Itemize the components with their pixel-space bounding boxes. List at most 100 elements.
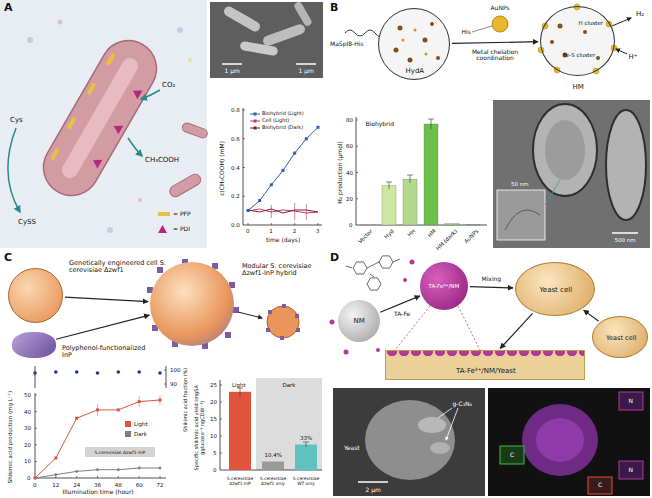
element-label: C (598, 482, 602, 489)
art-shape (222, 378, 256, 470)
legend-line-sample (250, 111, 260, 117)
chemical-label: CO₂ (162, 81, 175, 89)
art-shape (268, 310, 272, 314)
art-shape (59, 55, 141, 181)
tick-label: 40 (24, 409, 31, 415)
tick-label: 100 (170, 367, 181, 373)
art-shape (403, 278, 407, 282)
tick-label: 15 (210, 416, 217, 422)
art-shape (27, 37, 33, 43)
art-shape (418, 417, 446, 433)
art-shape (574, 4, 580, 10)
art-shape (239, 41, 278, 56)
tick-label: 0 (213, 467, 217, 473)
art-shape (168, 172, 203, 199)
tick-label: 0 (27, 475, 31, 481)
legend-text: Light (134, 421, 148, 427)
art-shape (356, 117, 487, 225)
art-shape (394, 48, 399, 53)
category-label: Hyd (383, 228, 395, 240)
connector-arrow (452, 42, 538, 44)
art-shape (305, 137, 308, 140)
art-shape (229, 392, 251, 470)
art-shape (280, 336, 284, 340)
scale-label: 1 μm (225, 68, 240, 75)
art-shape (356, 120, 358, 199)
legend-line (250, 128, 260, 129)
art-shape (606, 21, 612, 27)
art-shape (35, 393, 166, 478)
tick-label: 5 (213, 450, 217, 456)
tick-label: 0.4 (231, 165, 240, 171)
tick-label: 0 (33, 482, 37, 488)
legend-text: Biohybrid (Light) (262, 111, 304, 117)
tick-label: 0.2 (231, 193, 240, 199)
panel-letter: A (4, 2, 13, 15)
art-shape (522, 404, 598, 476)
art-shape (266, 304, 300, 340)
legend-text: Dark (134, 431, 147, 437)
value-label: 33% (300, 435, 312, 441)
art-shape (558, 24, 563, 29)
art-shape (75, 470, 78, 473)
yeast-cell: Genetically engineered cell S. cerevisia… (8, 268, 63, 323)
art-shape (54, 370, 58, 374)
art-shape (295, 445, 317, 471)
art-shape (220, 380, 322, 470)
art-shape (376, 348, 380, 352)
art-shape (403, 179, 417, 225)
art-shape (402, 39, 405, 42)
tick-label: 20 (346, 196, 353, 202)
legend-text: = PFP (173, 211, 191, 218)
art-shape (35, 366, 36, 388)
inp-particle: Polyphenol-functionalized InP (12, 332, 56, 358)
art-shape (394, 22, 441, 63)
tick-label: 3 (316, 228, 320, 234)
art-shape (424, 124, 438, 225)
tick-label: 80 (346, 117, 353, 123)
legend-line (250, 121, 260, 122)
art-shape (266, 328, 270, 332)
art-shape (256, 378, 322, 470)
art-shape (293, 1, 313, 28)
region-label: Dark (283, 382, 296, 388)
art-shape (533, 104, 597, 196)
legend-text: Cell (Light) (262, 118, 289, 124)
callout-label: g-C₃N₄ (453, 401, 472, 408)
tick-label: 36 (94, 482, 101, 488)
tick-label: 20 (24, 442, 31, 448)
tick-label: 0.0 (231, 222, 240, 228)
art-shape (296, 63, 316, 65)
art-shape (222, 5, 262, 34)
art-shape (408, 58, 413, 63)
art-shape (382, 186, 396, 225)
element-label: N (629, 398, 634, 405)
coated-sphere: TA-Fe³⁺/NM (420, 262, 468, 310)
art-shape (238, 312, 262, 318)
art-shape (619, 392, 643, 410)
node-text: Yeast cell (540, 286, 573, 294)
part-label: AuNPs (491, 5, 510, 12)
art-shape (550, 24, 600, 61)
art-shape (414, 29, 417, 32)
art-shape (583, 30, 587, 34)
art-shape (58, 20, 63, 25)
axis-title: Specific shikimic acid yield (mgSA ggluc… (194, 378, 206, 478)
art-shape (50, 148, 59, 160)
art-shape (386, 119, 434, 189)
art-shape (379, 256, 393, 268)
art-shape (550, 40, 554, 44)
art-shape (220, 385, 222, 453)
art-shape (188, 58, 192, 62)
node-text: Fe-S cluster (563, 52, 595, 58)
art-shape (593, 68, 599, 74)
tick-label: 30 (24, 425, 31, 431)
scale-label: 500 nm (615, 237, 636, 243)
tick-label: 50 (24, 392, 31, 398)
tick-label: 0 (349, 222, 353, 228)
art-shape (117, 370, 121, 374)
legend-marker (254, 127, 257, 130)
node-text: Polyphenol-functionalized InP (62, 345, 157, 360)
legend-line-sample (250, 125, 260, 131)
